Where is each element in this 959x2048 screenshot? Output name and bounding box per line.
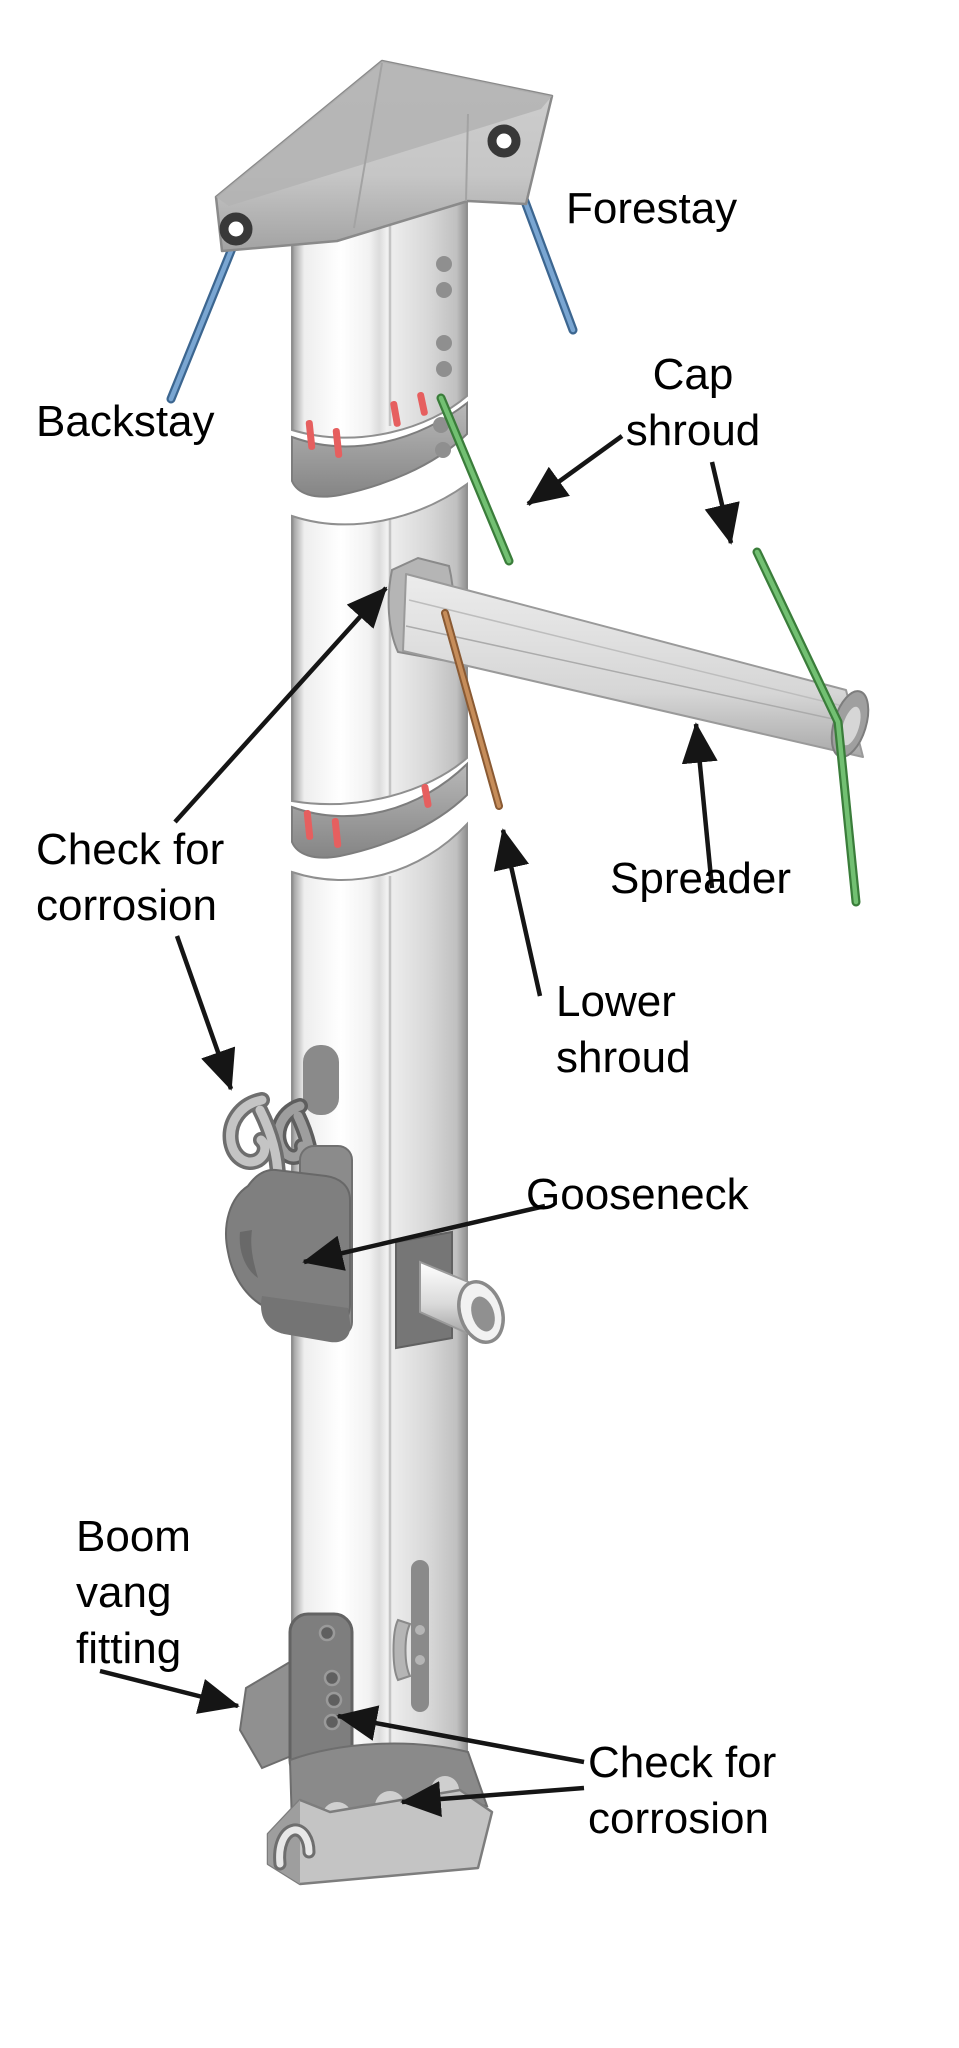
mast-break-collar-upper bbox=[291, 391, 468, 498]
label-spreader: Spreader bbox=[610, 854, 792, 903]
mast-break-collar-lower bbox=[291, 761, 468, 859]
halyard-cleat-pad bbox=[303, 1045, 339, 1115]
masthead-crane bbox=[214, 59, 554, 253]
gooseneck-fitting bbox=[225, 1145, 353, 1343]
corrosion-marks-upper bbox=[305, 391, 428, 458]
check-lower-arrow-rivets bbox=[336, 1705, 585, 1765]
annotation-arrows bbox=[99, 434, 740, 1817]
spreader-arrow bbox=[681, 722, 718, 889]
label-check-corrosion-lower: Check for corrosion bbox=[588, 1738, 777, 1843]
cap-shroud-wire-upper bbox=[436, 393, 514, 566]
sail-feed-slot bbox=[392, 1560, 429, 1712]
boom-vang-fitting-part bbox=[238, 1612, 354, 1780]
label-boom-vang-fitting: Boom vang fitting bbox=[76, 1512, 191, 1673]
cap-shroud-arrow-right bbox=[704, 461, 740, 545]
check-upper-arrow-hook bbox=[174, 935, 236, 1091]
lower-shroud-wire bbox=[441, 609, 503, 810]
label-lower-shroud: Lower shroud bbox=[556, 977, 691, 1082]
cap-shroud-arrow-left bbox=[526, 434, 624, 506]
check-upper-arrow-mast bbox=[173, 586, 388, 824]
label-forestay: Forestay bbox=[566, 184, 738, 233]
lower-shroud-arrow bbox=[493, 828, 543, 997]
mast-rivet-dots bbox=[433, 256, 452, 458]
label-check-corrosion-upper: Check for corrosion bbox=[36, 825, 225, 930]
label-gooseneck: Gooseneck bbox=[526, 1170, 749, 1219]
backstay-eye bbox=[219, 212, 253, 246]
boom-vang-arrow bbox=[99, 1668, 240, 1714]
mast-base-step bbox=[266, 1742, 494, 1886]
backstay-wire bbox=[166, 236, 240, 404]
corrosion-marks-lower bbox=[303, 783, 432, 848]
through-mast-cylinder bbox=[395, 1230, 505, 1350]
forestay-eye bbox=[487, 124, 521, 158]
label-backstay: Backstay bbox=[36, 397, 215, 446]
cap-shroud-wire-outer bbox=[752, 547, 861, 907]
check-lower-arrow-base bbox=[400, 1781, 585, 1817]
label-cap-shroud: Cap shroud bbox=[625, 350, 761, 455]
spreader-arm bbox=[387, 556, 870, 758]
gooseneck-arrow bbox=[302, 1203, 546, 1271]
